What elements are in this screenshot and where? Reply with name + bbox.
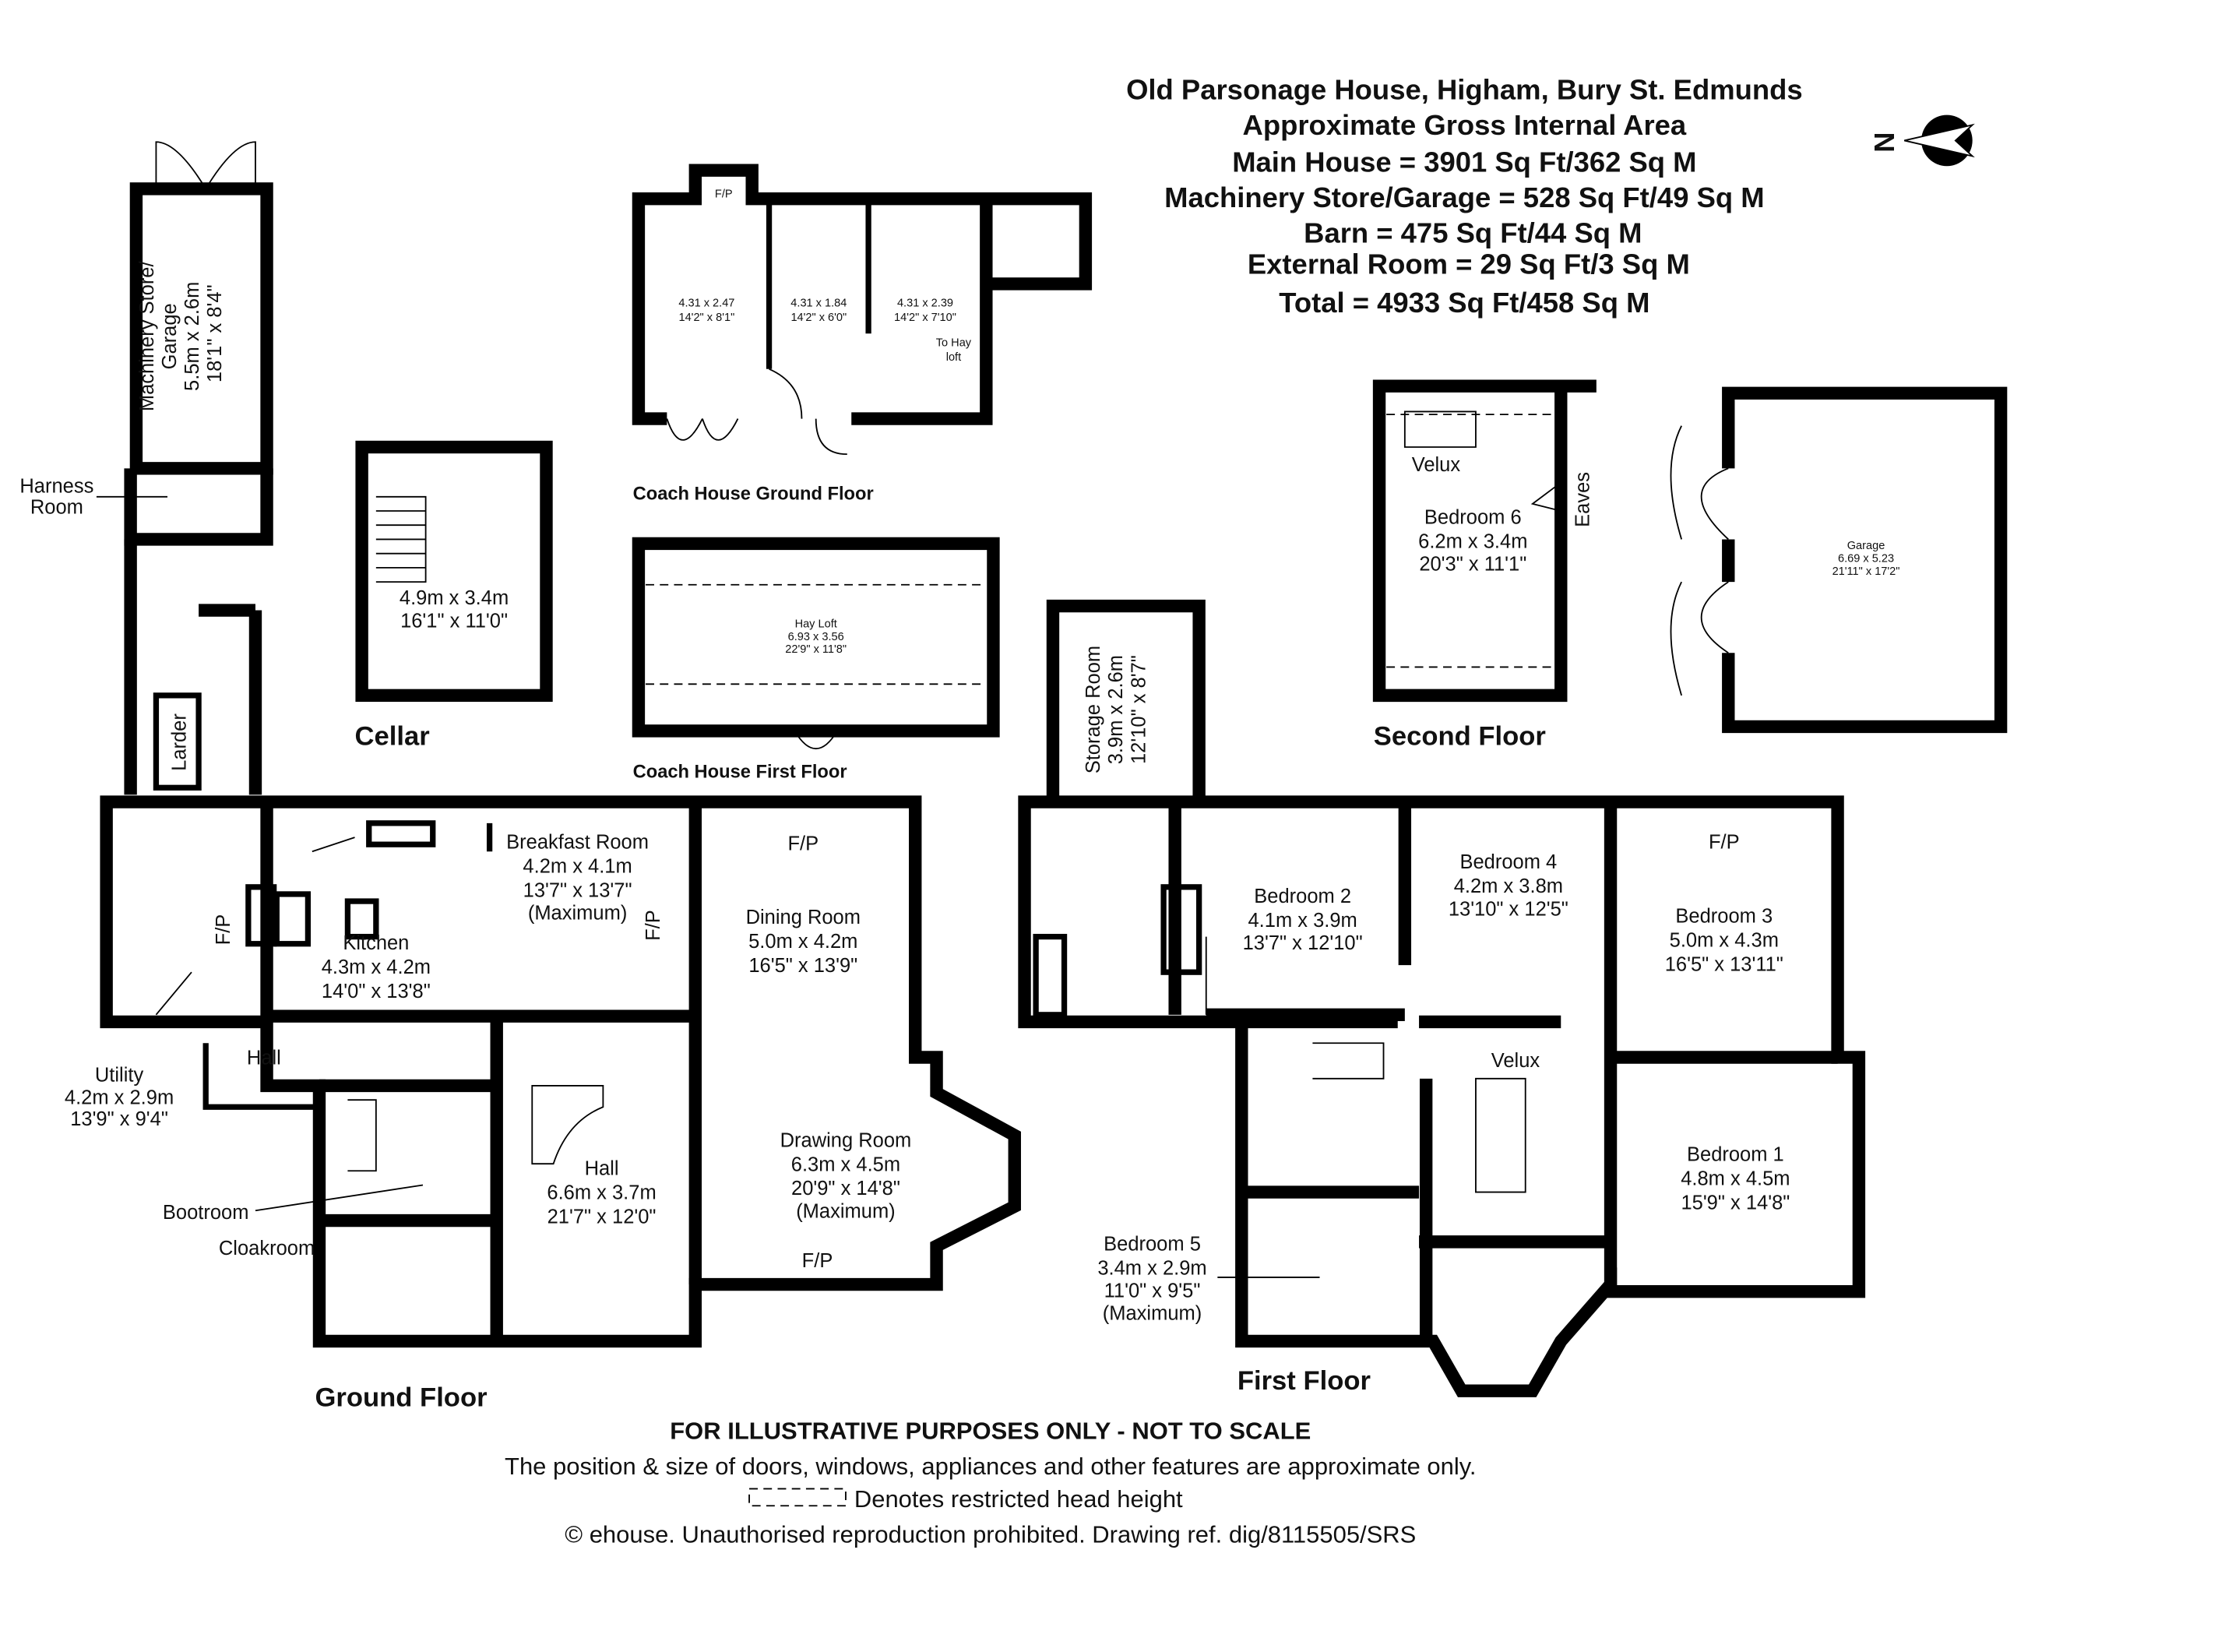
breakfast-fp-label: F/P (643, 910, 664, 941)
ground-floor-walls (100, 795, 1021, 1348)
coach-house-ground-walls (632, 164, 1093, 456)
eaves-label: Eaves (1572, 472, 1594, 527)
coach-first-title: Coach House First Floor (633, 763, 847, 783)
garage-walls (1722, 386, 2008, 734)
bootroom-label: Bootroom (163, 1202, 249, 1224)
ground-floor-title: Ground Floor (315, 1383, 487, 1413)
first-floor-title: First Floor (1237, 1366, 1371, 1396)
bootroom-arrow (255, 1184, 424, 1212)
bedroom-3-fp-label: F/P (1709, 832, 1740, 854)
cellar-stairs (375, 495, 427, 583)
north-label: N (1868, 132, 1900, 153)
area-machinery: Machinery Store/Garage = 528 Sq Ft/49 Sq… (1164, 181, 1765, 213)
footer: FOR ILLUSTRATIVE PURPOSES ONLY - NOT TO … (505, 1418, 1476, 1548)
first-floor-walls (1018, 795, 1866, 1397)
restricted-head-height-legend-icon (748, 1488, 847, 1507)
disclaimer: FOR ILLUSTRATIVE PURPOSES ONLY - NOT TO … (670, 1418, 1311, 1445)
cellar-walls (355, 440, 553, 703)
second-floor-title: Second Floor (1374, 722, 1546, 752)
disclaimer-note: The position & size of doors, windows, a… (505, 1453, 1476, 1480)
area-external: External Room = 29 Sq Ft/3 Sq M (1248, 248, 1690, 280)
header: Old Parsonage House, Higham, Bury St. Ed… (1126, 74, 1803, 319)
subtitle: Approximate Gross Internal Area (1243, 109, 1687, 141)
north-arrow-icon: N (1868, 114, 1975, 167)
legend-text: Denotes restricted head height (854, 1485, 1183, 1513)
machinery-store-walls (124, 141, 273, 795)
velux-first-label: Velux (1491, 1050, 1540, 1072)
area-main: Main House = 3901 Sq Ft/362 Sq M (1232, 146, 1696, 178)
drawing-fp-label: F/P (802, 1250, 833, 1272)
area-barn: Barn = 475 Sq Ft/44 Sq M (1304, 217, 1642, 249)
cloakroom-label: Cloakroom (219, 1238, 315, 1259)
area-total: Total = 4933 Sq Ft/458 Sq M (1279, 287, 1649, 319)
machinery-store-label: Machinery Store/ Garage 5.5m x 2.6m 18'1… (136, 255, 226, 411)
velux-second-label: Velux (1412, 454, 1461, 476)
second-floor-walls (1372, 379, 1597, 703)
utility-fp-label: F/P (213, 914, 234, 946)
coach-ground-title: Coach House Ground Floor (633, 484, 874, 504)
small-hall-label: Hall (247, 1048, 281, 1069)
coach-house-first-walls (632, 537, 1000, 738)
cellar-title: Cellar (355, 722, 430, 752)
larder-label: Larder (169, 713, 191, 771)
restricted-head-height (646, 583, 987, 685)
storage-room-walls (1046, 599, 1206, 802)
dining-fp-label: F/P (787, 833, 819, 854)
title: Old Parsonage House, Higham, Bury St. Ed… (1126, 74, 1803, 106)
coach-fp-label: F/P (715, 188, 733, 200)
copyright: © ehouse. Unauthorised reproduction proh… (565, 1521, 1416, 1548)
storage-room-label: Storage Room3.9m x 2.6m12'10" x 8'7" (1083, 646, 1149, 773)
